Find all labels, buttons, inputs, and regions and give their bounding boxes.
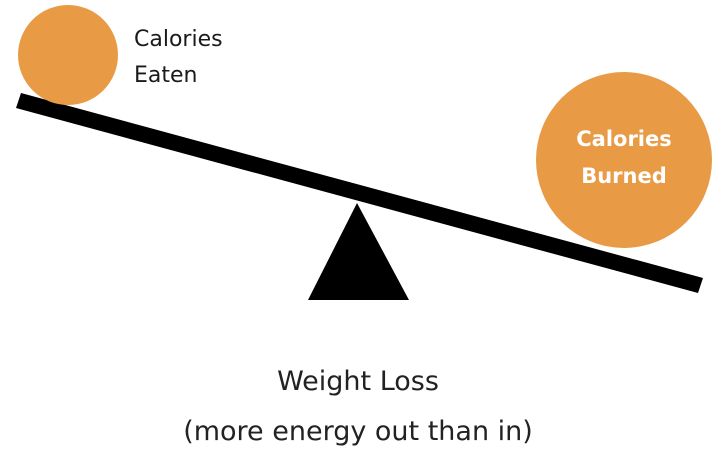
calories-burned-label-line1: Calories xyxy=(576,127,672,151)
calories-eaten-ball xyxy=(18,5,118,105)
caption-subtitle: (more energy out than in) xyxy=(183,416,533,447)
fulcrum-triangle xyxy=(308,203,409,300)
calories-burned-label-line2: Burned xyxy=(581,164,667,188)
seesaw-beam xyxy=(16,93,703,293)
calories-eaten-label-line2: Eaten xyxy=(134,63,198,88)
calories-burned-ball xyxy=(536,72,712,248)
calories-eaten-label-line1: Calories xyxy=(134,27,223,52)
caption-title: Weight Loss xyxy=(277,366,439,397)
